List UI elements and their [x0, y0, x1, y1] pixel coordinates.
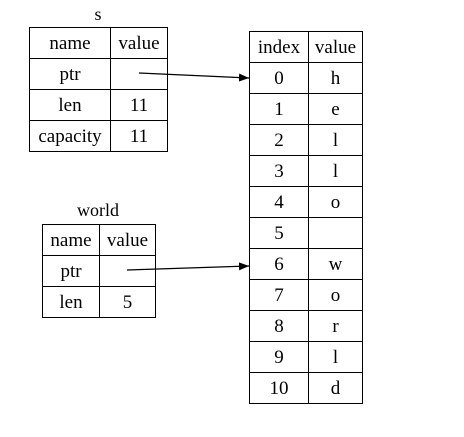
struct-world-row-len: len 5: [42, 286, 156, 318]
struct-s-row-ptr: ptr: [29, 58, 168, 90]
buffer-value: l: [308, 124, 363, 156]
struct-s-row-capacity: capacity 11: [29, 120, 168, 152]
world-ptr-arrow: [126, 262, 250, 271]
buffer-value: l: [308, 341, 363, 373]
field-value: [99, 255, 156, 287]
buffer-row: 7 o: [249, 279, 363, 311]
field-name: ptr: [29, 58, 111, 90]
buffer-index: 7: [249, 279, 309, 311]
struct-s-header-row: name value: [29, 27, 168, 59]
struct-world-header-row: name value: [42, 224, 156, 256]
field-name: capacity: [29, 120, 111, 152]
s-ptr-arrow: [138, 72, 250, 82]
buffer-index: 8: [249, 310, 309, 342]
buffer-row: 2 l: [249, 124, 363, 156]
buffer-row: 10 d: [249, 372, 363, 404]
header-name: name: [42, 224, 100, 256]
struct-world-title: world: [77, 200, 119, 220]
buffer-row: 9 l: [249, 341, 363, 373]
buffer-row: 6 w: [249, 248, 363, 280]
buffer-row: 0 h: [249, 62, 363, 94]
buffer-index: 9: [249, 341, 309, 373]
header-value: value: [99, 224, 156, 256]
buffer-index: 6: [249, 248, 309, 280]
header-index: index: [249, 31, 309, 63]
buffer-row: 8 r: [249, 310, 363, 342]
struct-s-title: s: [94, 4, 102, 24]
header-value: value: [110, 27, 168, 59]
buffer-index: 3: [249, 155, 309, 187]
header-name: name: [29, 27, 111, 59]
buffer-value: o: [308, 186, 363, 218]
field-value: 11: [110, 120, 168, 152]
buffer-index: 10: [249, 372, 309, 404]
struct-s-row-len: len 11: [29, 89, 168, 121]
struct-s-table: name value ptr len 11 capacity 11: [29, 27, 168, 152]
buffer-row: 1 e: [249, 93, 363, 125]
buffer-index: 0: [249, 62, 309, 94]
buffer-value: d: [308, 372, 363, 404]
field-value: 11: [110, 89, 168, 121]
field-name: len: [29, 89, 111, 121]
buffer-value: h: [308, 62, 363, 94]
buffer-value: [308, 217, 363, 249]
buffer-value: r: [308, 310, 363, 342]
heap-buffer-table: index value 0 h 1 e 2 l 3 l 4 o 5 6 w 7 …: [249, 31, 363, 404]
field-value: 5: [99, 286, 156, 318]
buffer-header-row: index value: [249, 31, 363, 63]
struct-world-table: name value ptr len 5: [42, 224, 156, 318]
buffer-index: 2: [249, 124, 309, 156]
